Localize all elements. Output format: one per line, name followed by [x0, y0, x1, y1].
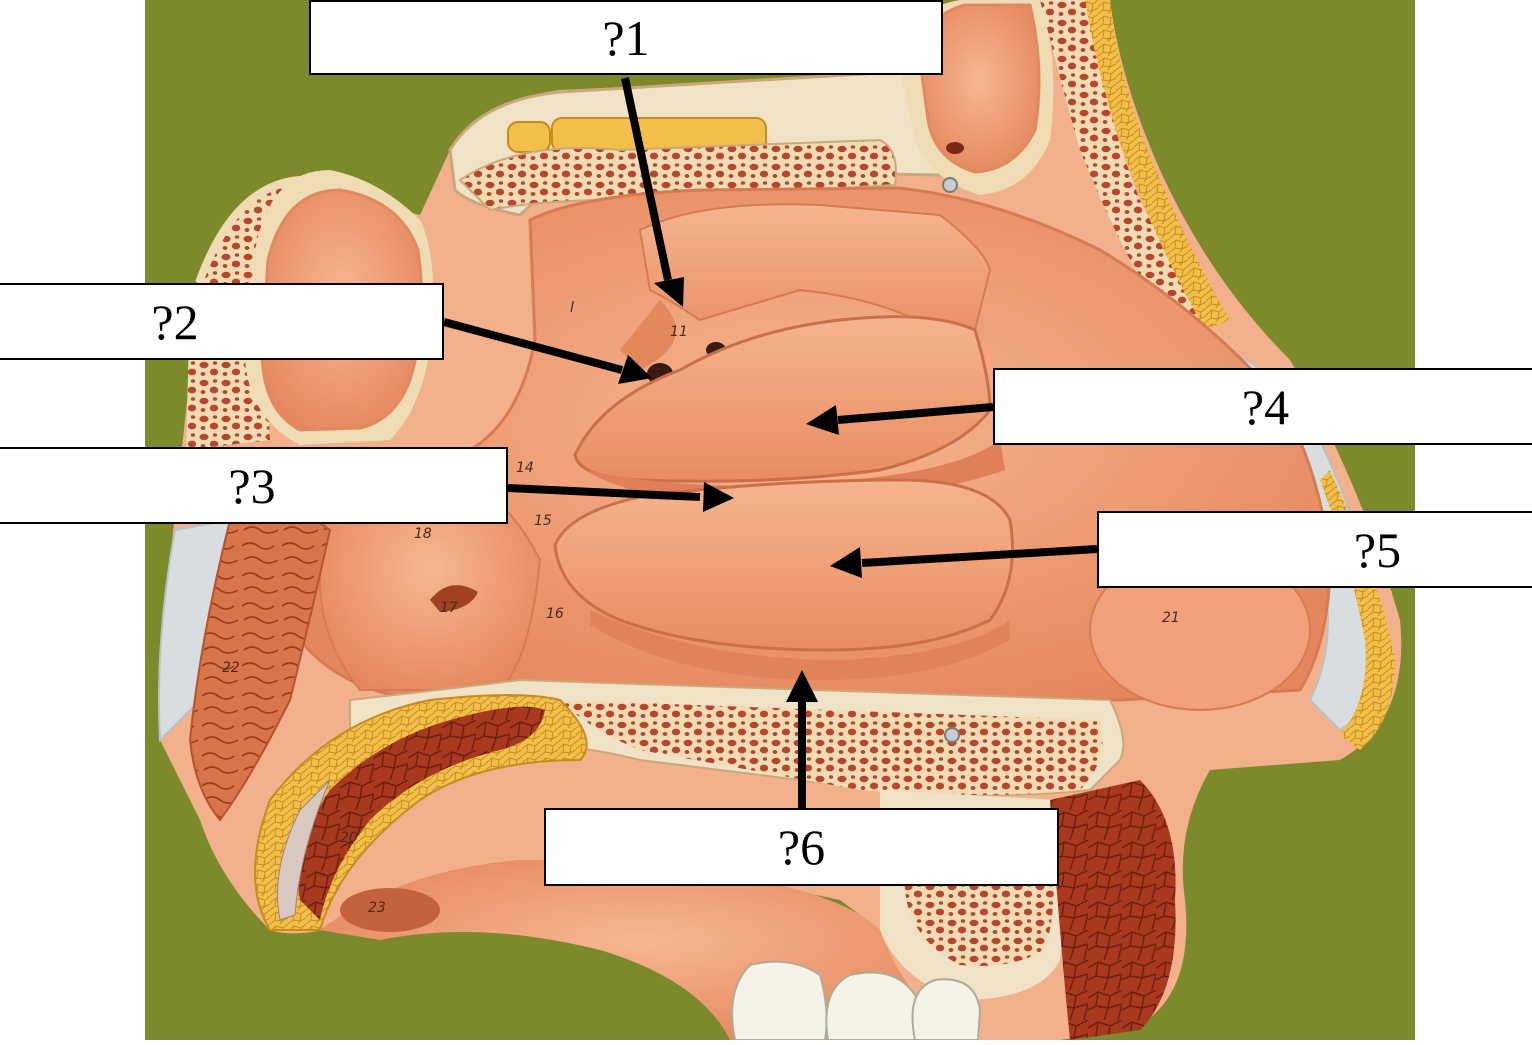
label-text-6: ?6 — [777, 819, 826, 875]
premolar-tooth — [911, 978, 982, 1041]
arrow-6-head — [786, 670, 818, 702]
arrow-4-head — [806, 405, 839, 435]
lip-mucosa — [277, 779, 331, 921]
label-box-5[interactable]: ?5 — [1097, 511, 1532, 588]
arrow-1-line — [621, 77, 672, 281]
prevertebral-fat — [1320, 470, 1395, 750]
model-number: l — [570, 300, 574, 316]
arrow-3-line — [507, 484, 701, 501]
model-number: 18 — [414, 526, 432, 542]
label-box-4[interactable]: ?4 — [993, 368, 1532, 445]
inferior-concha — [553, 478, 1014, 652]
label-box-6[interactable]: ?6 — [544, 808, 1059, 886]
arrow-2-head — [618, 355, 652, 384]
arrow-4-line — [837, 403, 994, 424]
middle-concha — [573, 315, 992, 483]
nasolacrimal-opening — [430, 585, 478, 612]
label-text-1: ?1 — [602, 9, 650, 66]
model-number: 16 — [546, 606, 564, 622]
olfactory-nerve — [507, 121, 551, 153]
arrow-2-line — [442, 318, 624, 374]
model-number: 11 — [670, 324, 688, 340]
model-number: 15 — [534, 513, 552, 529]
arrow-1-head — [654, 277, 684, 307]
clivus-fat — [1085, 0, 1230, 330]
oral-recess — [340, 888, 440, 932]
superior-meatus — [620, 300, 676, 370]
sinus-opening — [946, 142, 964, 154]
soft-palate-muscle — [1050, 780, 1176, 1040]
model-screw — [944, 727, 960, 743]
label-text-5: ?5 — [1353, 521, 1402, 578]
arrow-3-head — [703, 482, 734, 512]
label-text-3: ?3 — [228, 457, 276, 514]
sphenoid-sinus — [918, 3, 1041, 174]
label-box-3[interactable]: ?3 — [0, 447, 508, 524]
cribriform-bone — [458, 138, 897, 212]
arrow-5-head — [830, 547, 862, 578]
clivus-bone — [1040, 0, 1200, 330]
model-number-labels: 11 14 15 16 17 18 20 21 22 23 l — [222, 300, 1180, 916]
label-text-4: ?4 — [1241, 378, 1290, 435]
label-text-2: ?2 — [151, 293, 199, 350]
model-number: 20 — [340, 830, 358, 846]
incisor-tooth — [731, 960, 828, 1041]
label-box-1[interactable]: ?1 — [309, 0, 943, 75]
lip-fat — [254, 694, 588, 931]
superior-concha — [638, 203, 992, 352]
model-number: 14 — [516, 460, 534, 476]
orbicularis-muscle — [298, 706, 545, 920]
model-number: 23 — [368, 900, 386, 916]
model-screw-top — [942, 177, 958, 193]
model-number: 22 — [222, 660, 240, 676]
palate-marrow — [560, 700, 1103, 795]
model-number: 21 — [1162, 610, 1180, 626]
arrow-5-line — [861, 545, 1098, 567]
nasal-ala-tissue — [188, 511, 332, 822]
label-box-2[interactable]: ?2 — [0, 283, 444, 360]
leader-arrows — [442, 77, 1098, 808]
inferior-meatus — [590, 610, 1010, 680]
model-number: 17 — [440, 600, 458, 616]
